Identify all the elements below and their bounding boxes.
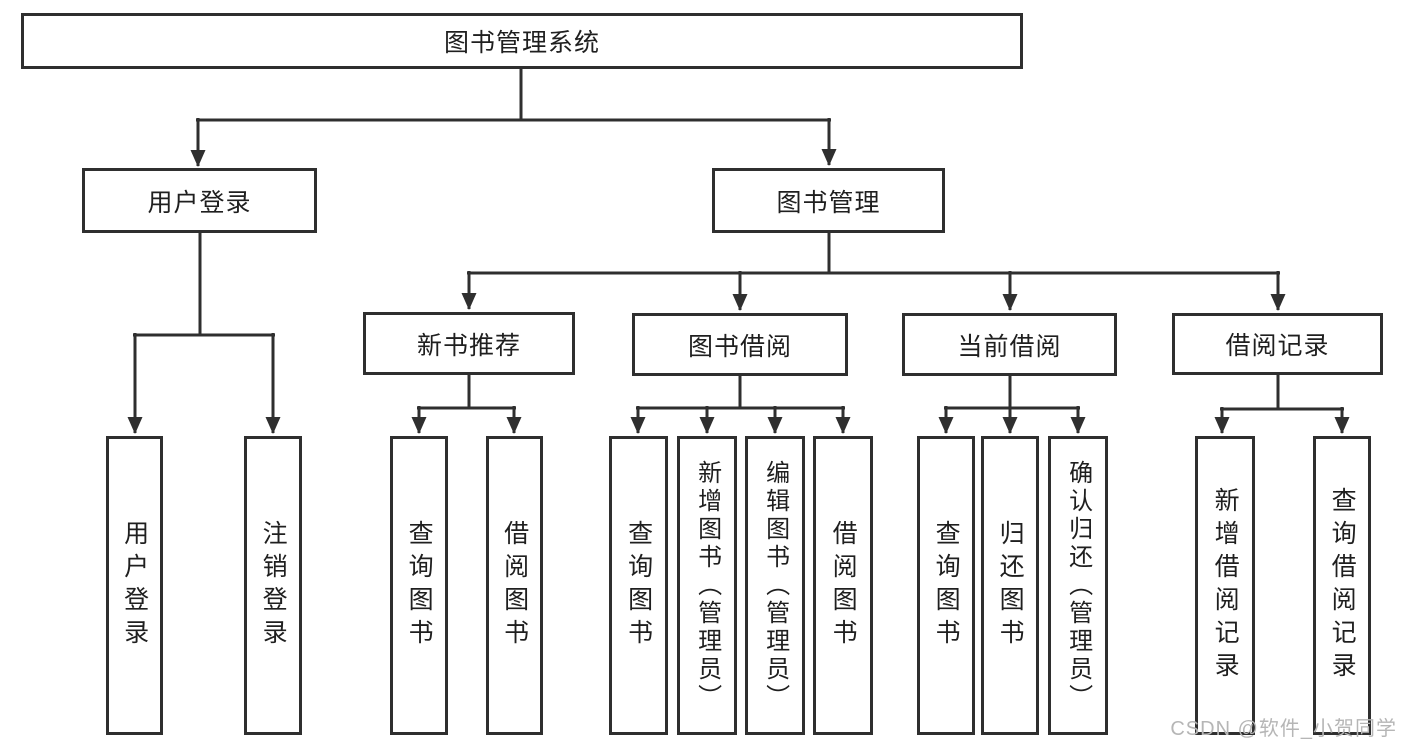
node-book-borrow: 图书借阅: [632, 313, 848, 376]
leaf-add-books-admin: 新增图书（管理员）: [677, 436, 737, 735]
leaf-borrow-books-label: 借阅图书: [829, 519, 858, 652]
leaf-logout-label: 注销登录: [259, 519, 288, 652]
leaf-return-books-label: 归还图书: [996, 519, 1025, 652]
leaf-user-login: 用户登录: [106, 436, 163, 735]
node-user-login: 用户登录: [82, 168, 317, 233]
leaf-query-books-borrow: 查询图书: [609, 436, 668, 735]
node-new-book-recommend-label: 新书推荐: [416, 331, 521, 360]
node-root-label: 图书管理系统: [443, 29, 600, 57]
leaf-return-books: 归还图书: [981, 436, 1039, 735]
leaf-add-books-admin-label: 新增图书（管理员）: [693, 459, 721, 712]
leaf-query-books-borrow-label: 查询图书: [624, 519, 653, 652]
leaf-borrow-books-recommend: 借阅图书: [486, 436, 543, 735]
node-book-borrow-label: 图书借阅: [687, 332, 792, 361]
leaf-query-books-recommend-label: 查询图书: [405, 519, 434, 652]
csdn-watermark: CSDN @软件_小贺同学: [1170, 718, 1397, 740]
node-book-management-label: 图书管理: [776, 188, 881, 217]
node-current-borrow: 当前借阅: [902, 313, 1117, 376]
leaf-confirm-return-admin-label: 确认归还（管理员）: [1064, 459, 1092, 712]
leaf-query-books-current: 查询图书: [917, 436, 975, 735]
leaf-edit-books-admin: 编辑图书（管理员）: [745, 436, 805, 735]
leaf-edit-books-admin-label: 编辑图书（管理员）: [761, 459, 789, 712]
node-current-borrow-label: 当前借阅: [957, 332, 1062, 361]
node-book-management: 图书管理: [712, 168, 945, 233]
node-borrow-records-label: 借阅记录: [1225, 332, 1330, 360]
node-user-login-label: 用户登录: [147, 188, 252, 217]
leaf-logout: 注销登录: [244, 436, 302, 735]
leaf-query-borrow-record-label: 查询借阅记录: [1328, 486, 1357, 685]
leaf-borrow-books-recommend-label: 借阅图书: [500, 519, 529, 652]
leaf-query-books-current-label: 查询图书: [932, 519, 961, 652]
leaf-query-books-recommend: 查询图书: [390, 436, 448, 735]
leaf-add-borrow-record: 新增借阅记录: [1195, 436, 1255, 735]
node-root: 图书管理系统: [21, 13, 1023, 69]
leaf-confirm-return-admin: 确认归还（管理员）: [1048, 436, 1108, 735]
leaf-add-borrow-record-label: 新增借阅记录: [1211, 486, 1240, 685]
leaf-query-borrow-record: 查询借阅记录: [1313, 436, 1371, 735]
leaf-user-login-label: 用户登录: [120, 519, 149, 652]
node-borrow-records: 借阅记录: [1172, 313, 1383, 375]
node-new-book-recommend: 新书推荐: [363, 312, 575, 375]
leaf-borrow-books: 借阅图书: [813, 436, 873, 735]
